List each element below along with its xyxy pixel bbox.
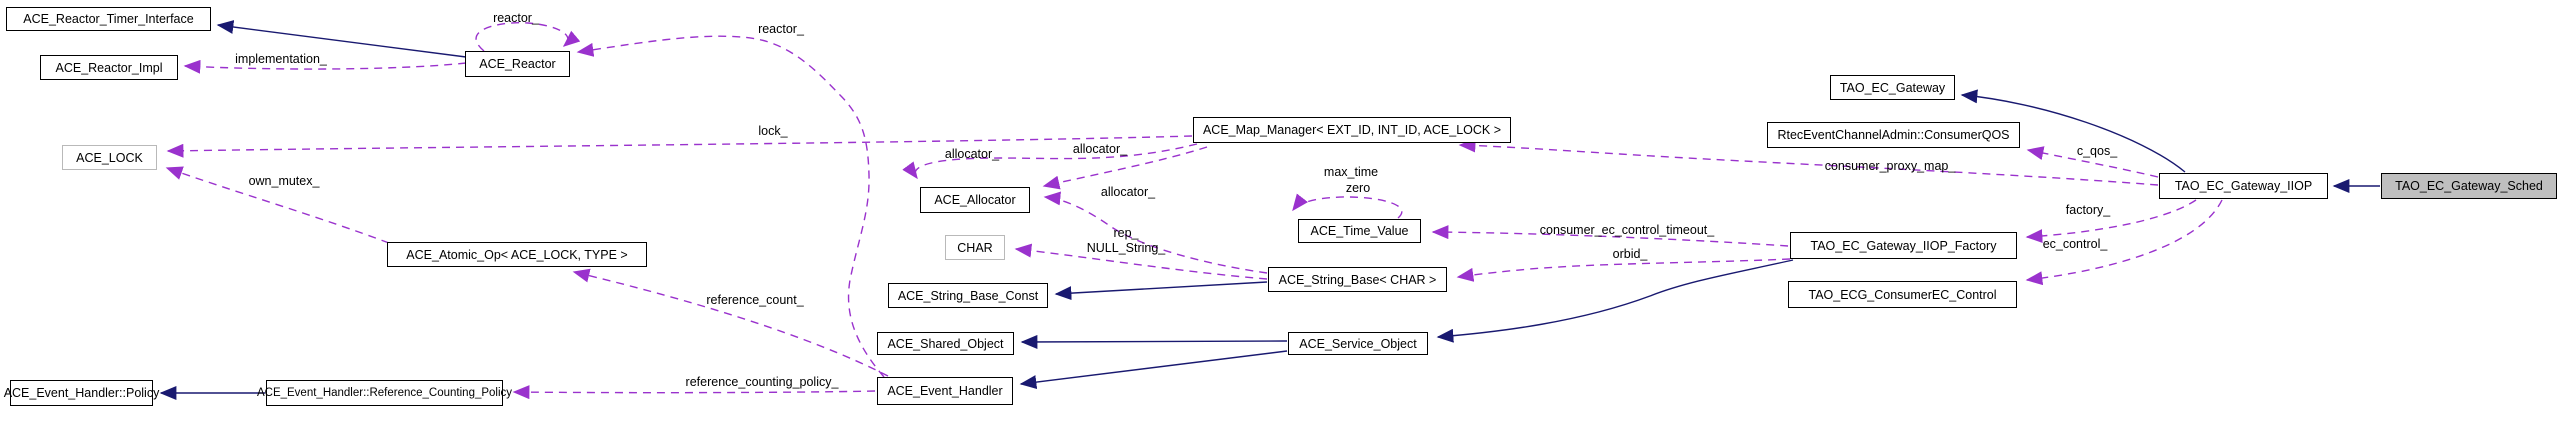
edge-stringbase-to-stringbaseconst — [1054, 281, 1268, 301]
edge-reference-count — [572, 268, 889, 377]
node-tao-ec-gateway-sched: TAO_EC_Gateway_Sched — [2381, 173, 2557, 199]
edge-label-reactor-long: reactor_ — [758, 22, 804, 36]
node-ace-string-base-const[interactable]: ACE_String_Base_Const — [888, 283, 1048, 308]
edge-label-null-string: NULL_String_ — [1086, 241, 1166, 255]
edge-label-implementation: implementation_ — [235, 52, 327, 66]
edge-factory — [2025, 199, 2197, 244]
edge-label-own-mutex: own_mutex_ — [248, 174, 320, 188]
node-ace-reactor-timer-interface[interactable]: ACE_Reactor_Timer_Interface — [6, 7, 211, 31]
node-ace-lock: ACE_LOCK — [62, 145, 157, 170]
edge-label-allocator-c: allocator_ — [1100, 185, 1156, 199]
edge-reference-counting-policy — [512, 385, 876, 400]
edge-eventhandler-reactor — [576, 35, 885, 378]
edge-label-orbid: orbid_ — [1612, 247, 1648, 261]
edge-label-reactor-self: reactor_ — [493, 11, 539, 25]
node-ace-event-handler-policy[interactable]: ACE_Event_Handler::Policy — [4, 380, 159, 406]
edge-label-factory: factory_ — [2065, 203, 2111, 217]
edge-serviceobject-to-sharedobject — [1020, 334, 1288, 349]
edge-ec-control — [2025, 199, 2223, 286]
node-ace-map-manager[interactable]: ACE_Map_Manager< EXT_ID, INT_ID, ACE_LOC… — [1193, 117, 1511, 143]
node-ace-time-value[interactable]: ACE_Time_Value — [1298, 219, 1421, 243]
edge-reactor-selfloop — [475, 22, 581, 52]
edge-factory-to-serviceobject — [1436, 259, 1794, 343]
edge-label-consumer-proxy-map: consumer_proxy_map_ — [1824, 159, 1956, 173]
edge-rep-nullstring — [1014, 243, 1268, 280]
node-tao-ec-gateway[interactable]: TAO_EC_Gateway — [1830, 75, 1955, 100]
node-ace-event-handler[interactable]: ACE_Event_Handler — [877, 377, 1013, 405]
node-ace-event-handler-reference-counting-policy[interactable]: ACE_Event_Handler::Reference_Counting_Po… — [257, 380, 512, 406]
edge-own-mutex — [165, 166, 390, 244]
edge-serviceobject-to-eventhandler — [1019, 350, 1288, 390]
edge-implementation — [183, 59, 467, 74]
node-ace-reactor-impl[interactable]: ACE_Reactor_Impl — [40, 55, 178, 80]
edge-label-zero: zero — [1345, 181, 1371, 195]
edge-lock — [166, 135, 1193, 158]
edge-label-rep: rep_ — [1113, 226, 1139, 240]
node-ace-service-object[interactable]: ACE_Service_Object — [1288, 332, 1428, 355]
edge-label-ec-control: ec_control_ — [2042, 237, 2108, 251]
node-tao-ec-gateway-iiop[interactable]: TAO_EC_Gateway_IIOP — [2159, 173, 2328, 199]
node-ace-shared-object[interactable]: ACE_Shared_Object — [877, 332, 1014, 355]
edge-orbid — [1456, 258, 1791, 282]
edge-label-allocator-b: allocator_ — [1072, 142, 1128, 156]
edge-allocator-a — [902, 143, 1198, 180]
edge-timevalue-selfloop — [1292, 193, 1403, 219]
node-ace-reactor[interactable]: ACE_Reactor — [465, 51, 570, 77]
edge-label-allocator-a: allocator_ — [944, 147, 1000, 161]
node-ace-atomic-op[interactable]: ACE_Atomic_Op< ACE_LOCK, TYPE > — [387, 242, 647, 267]
edge-label-c-qos: c_qos_ — [2076, 144, 2118, 158]
node-tao-ecg-consumerec-control[interactable]: TAO_ECG_ConsumerEC_Control — [1788, 281, 2017, 308]
node-rtec-consumer-qos[interactable]: RtecEventChannelAdmin::ConsumerQOS — [1767, 122, 2020, 148]
edge-allocator-c — [1043, 191, 1268, 274]
edge-iiop-to-gateway — [1960, 89, 2186, 173]
node-tao-ec-gateway-iiop-factory[interactable]: TAO_EC_Gateway_IIOP_Factory — [1790, 232, 2017, 259]
edge-label-reference-count: reference_count_ — [706, 293, 804, 307]
edge-label-max-time: max_time — [1323, 165, 1379, 179]
edge-label-reference-counting-policy: reference_counting_policy_ — [685, 375, 839, 389]
node-ace-string-base[interactable]: ACE_String_Base< CHAR > — [1268, 267, 1447, 292]
edge-reactor-to-timer-interface — [216, 20, 467, 58]
edge-label-consumer-ec-control-timeout: consumer_ec_control_timeout_ — [1539, 223, 1715, 237]
node-char: CHAR — [945, 235, 1005, 260]
edge-consumer-proxy-map — [1458, 138, 2159, 186]
node-ace-allocator[interactable]: ACE_Allocator — [920, 187, 1030, 213]
edge-label-lock: lock_ — [758, 124, 788, 138]
edge-allocator-b — [1042, 146, 1208, 190]
